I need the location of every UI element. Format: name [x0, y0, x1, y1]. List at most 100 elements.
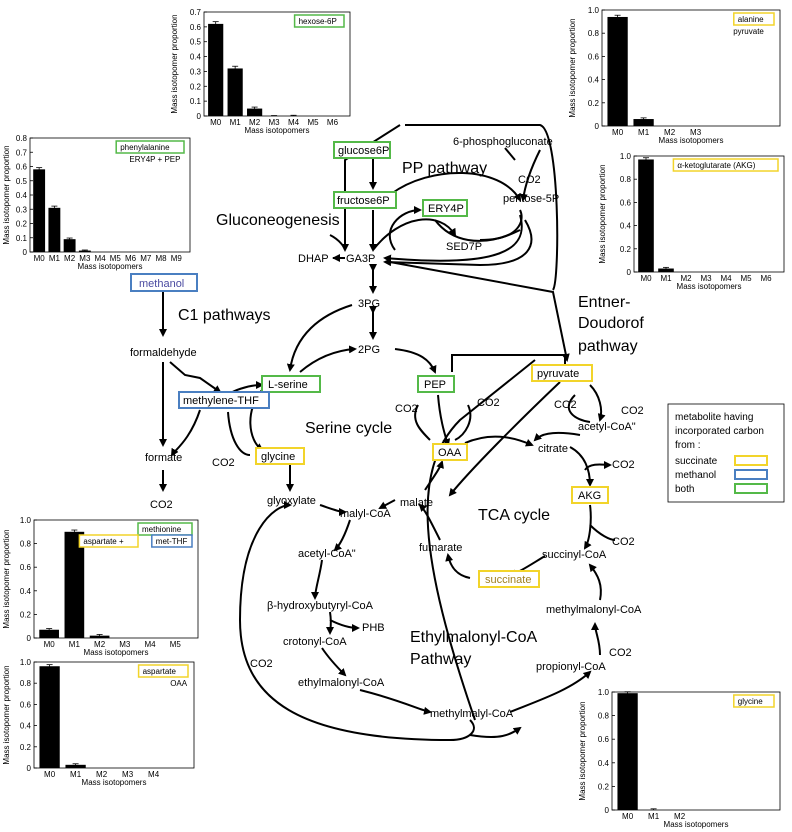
x-tick-label: M3 [122, 770, 134, 779]
x-tick-label: M1 [70, 770, 82, 779]
y-axis-label: Mass isotopomer proportion [170, 14, 179, 113]
box-lserine [261, 375, 321, 393]
x-tick-label: M6 [760, 274, 772, 283]
x-axis-label: Mass isotopomers [664, 820, 729, 829]
x-tick-label: M4 [95, 254, 107, 263]
bar [48, 207, 61, 252]
bar [39, 666, 60, 768]
bar [227, 68, 243, 116]
node-methanol: methanol [139, 278, 184, 290]
node-co2-citrate: CO2 [612, 459, 635, 471]
bar [658, 268, 674, 272]
pathway-arrows [159, 124, 616, 742]
series-label-box [151, 534, 193, 548]
y-tick-label: 0.6 [190, 23, 202, 32]
series-label: glycine [738, 697, 763, 706]
title-ed-2: Doudorof [578, 315, 644, 332]
x-tick-label: M8 [155, 254, 167, 263]
x-tick-label: M4 [720, 274, 732, 283]
x-tick-label: M6 [327, 118, 339, 127]
series-label-box [733, 694, 775, 708]
series-label: OAA [170, 679, 188, 688]
node-acetylcoa-mid: acetyl-CoA" [298, 548, 356, 560]
y-tick-label: 0.6 [20, 700, 32, 709]
y-tick-label: 0.2 [620, 245, 632, 254]
x-tick-label: M9 [171, 254, 183, 263]
node-co2-akg: CO2 [612, 536, 635, 548]
title-pp-pathway: PP pathway [402, 160, 487, 177]
plot-frame [33, 661, 195, 769]
series-label-box [115, 140, 185, 154]
x-tick-label: M7 [140, 254, 152, 263]
node-co2-crot: CO2 [250, 658, 273, 670]
box-succinate [478, 570, 540, 588]
plot-frame [33, 519, 199, 639]
node-phosphogluconate: 6-phosphogluconate [453, 136, 553, 148]
x-tick-label: M2 [249, 118, 261, 127]
y-tick-label: 0.4 [16, 191, 28, 200]
box-akg [571, 486, 609, 504]
bar [607, 16, 628, 126]
node-succinylcoa: succinyl-CoA [542, 549, 607, 561]
node-co2-formate: CO2 [150, 499, 173, 511]
x-tick-label: M1 [49, 254, 61, 263]
title-emc-1: Ethylmalonyl-CoA [410, 629, 537, 646]
node-glyoxylate: glyoxylate [267, 495, 316, 507]
x-axis-label: Mass isotopomers [82, 778, 147, 787]
x-tick-label: M4 [288, 118, 300, 127]
x-tick-label: M3 [119, 640, 131, 649]
legend-swatch-methanol [734, 469, 768, 480]
box-oaa [432, 443, 468, 461]
y-tick-label: 0.2 [598, 782, 610, 791]
node-glucose6p: glucose6P [338, 145, 389, 157]
title-emc-2: Pathway [410, 651, 471, 668]
bar [64, 531, 85, 638]
node-malylcoa: malyl-CoA [340, 508, 391, 520]
legend-swatch-succinate [734, 455, 768, 466]
node-pyruvate: pyruvate [537, 368, 579, 380]
bar [78, 250, 91, 252]
node-ery4p: ERY4P [428, 203, 464, 215]
node-lserine: L-serine [268, 379, 308, 391]
y-tick-label: 0.7 [190, 8, 202, 17]
y-tick-label: 0 [595, 122, 600, 131]
x-tick-label: M3 [690, 128, 702, 137]
node-co2-pep-left: CO2 [395, 403, 418, 415]
legend-line-3: from : [675, 440, 701, 451]
y-tick-label: 0.8 [20, 679, 32, 688]
bar [638, 159, 654, 272]
y-tick-label: 0.1 [190, 97, 202, 106]
y-tick-label: 0.8 [20, 540, 32, 549]
node-malate: malate [400, 497, 433, 509]
title-ed-3: pathway [578, 338, 638, 355]
x-axis-label: Mass isotopomers [677, 282, 742, 291]
x-tick-label: M2 [96, 770, 108, 779]
box-pep [417, 375, 455, 393]
node-glycine: glycine [261, 451, 295, 463]
node-co2-propionyl: CO2 [609, 647, 632, 659]
series-label: pyruvate [733, 27, 764, 36]
box-glycine [255, 447, 305, 465]
y-tick-label: 0.6 [598, 735, 610, 744]
x-tick-label: M0 [622, 812, 634, 821]
node-succinate: succinate [485, 574, 531, 586]
bar [65, 764, 86, 768]
node-oaa: OAA [438, 447, 462, 459]
x-axis-label: Mass isotopomers [245, 126, 310, 135]
node-pep: PEP [424, 379, 446, 391]
node-methylene-thf: methylene-THF [183, 395, 259, 407]
y-tick-label: 0.6 [620, 198, 632, 207]
title-serine-cycle: Serine cycle [305, 420, 392, 437]
bar [633, 119, 654, 126]
node-pentose5p: pentose-5P [503, 193, 559, 205]
node-methylmalonyl: methylmalonyl-CoA [546, 604, 642, 616]
node-phb: PHB [362, 622, 385, 634]
series-label: hexose-6P [299, 17, 337, 26]
y-tick-label: 0.6 [588, 52, 600, 61]
y-tick-label: 0.8 [588, 29, 600, 38]
series-label: aspartate + [83, 537, 124, 546]
node-fructose6p: fructose6P [337, 195, 390, 207]
y-tick-label: 0 [197, 112, 202, 121]
